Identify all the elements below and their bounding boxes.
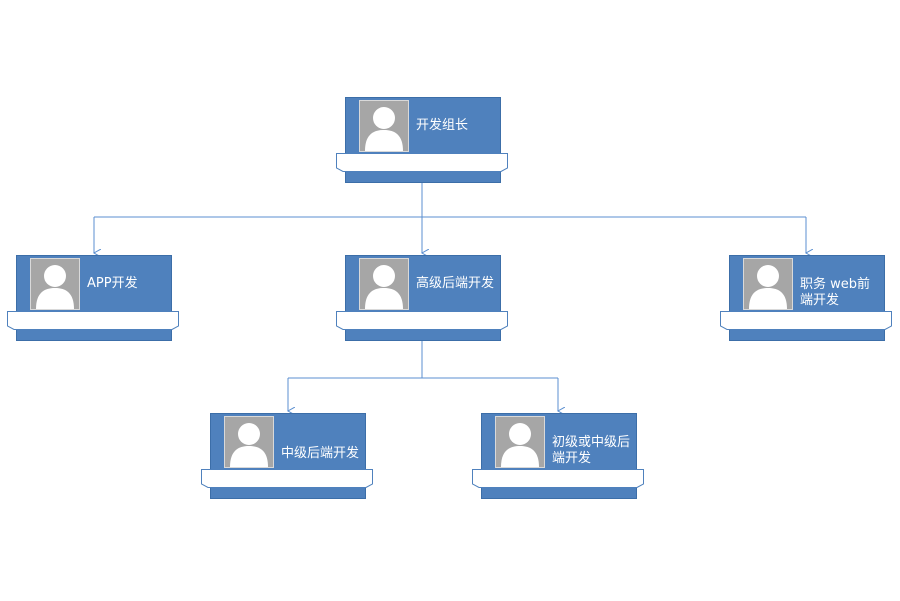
node-mid-backend[interactable]: 中级后端开发 — [201, 413, 373, 499]
node-title: 高级后端开发 — [416, 276, 495, 291]
person-silhouette-icon — [743, 258, 793, 310]
node-web-frontend[interactable]: 职务 web前端开发 — [720, 255, 892, 341]
nameplate — [472, 469, 644, 488]
person-silhouette-icon — [224, 416, 274, 468]
node-title: APP开发 — [87, 276, 138, 291]
person-silhouette-icon — [30, 258, 80, 310]
node-title: 开发组长 — [416, 118, 469, 133]
node-senior-backend[interactable]: 高级后端开发 — [336, 255, 508, 341]
person-silhouette-icon — [495, 416, 545, 468]
nameplate — [7, 311, 179, 330]
person-silhouette-icon — [359, 258, 409, 310]
node-team-lead[interactable]: 开发组长 — [336, 97, 508, 183]
nameplate — [336, 153, 508, 172]
node-title: 初级或中级后端开发 — [552, 435, 631, 466]
nameplate — [201, 469, 373, 488]
nameplate — [336, 311, 508, 330]
nameplate — [720, 311, 892, 330]
node-app-developer[interactable]: APP开发 — [7, 255, 179, 341]
person-silhouette-icon — [359, 100, 409, 152]
node-title: 中级后端开发 — [281, 446, 360, 461]
node-junior-backend[interactable]: 初级或中级后端开发 — [472, 413, 644, 499]
node-title: 职务 web前端开发 — [800, 277, 871, 308]
